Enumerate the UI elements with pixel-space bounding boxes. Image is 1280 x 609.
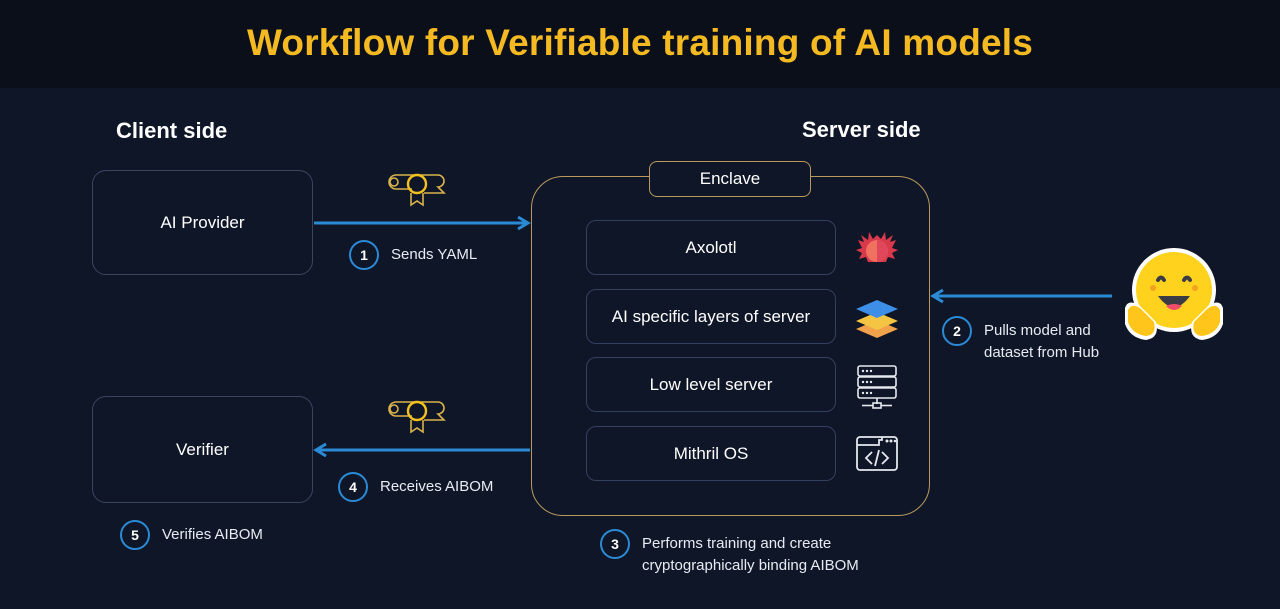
- axolotl-icon: [856, 232, 898, 262]
- client-side-label: Client side: [116, 118, 228, 143]
- layer-low-level-server: Low level server: [586, 357, 836, 412]
- code-window-icon: [856, 436, 898, 471]
- certificate-icon: [388, 400, 446, 434]
- diagram-title: Workflow for Verifiable training of AI m…: [246, 22, 1034, 63]
- arrow-pull-from-hub: [930, 288, 1112, 304]
- step-5: 5 Verifies AIBOM: [120, 520, 263, 550]
- step-number-badge: 1: [349, 240, 379, 270]
- step-text-line: Verifies AIBOM: [162, 526, 263, 543]
- step-number-badge: 2: [942, 316, 972, 346]
- step-text-line: Pulls model and: [984, 322, 1091, 339]
- step-4: 4 Receives AIBOM: [338, 472, 493, 502]
- layer-mithril-os: Mithril OS: [586, 426, 836, 481]
- layer-ai-specific: AI specific layers of server: [586, 289, 836, 344]
- verifier-node: Verifier: [92, 396, 313, 503]
- step-text-line: cryptographically binding AIBOM: [642, 557, 859, 574]
- title-banner: [0, 0, 1280, 88]
- ai-provider-node: AI Provider: [92, 170, 313, 275]
- ai-provider-label: AI Provider: [160, 212, 245, 232]
- step-text-line: Sends YAML: [391, 246, 478, 263]
- step-3: 3 Performs training and create cryptogra…: [600, 529, 859, 577]
- arrow-receive-aibom: [313, 442, 530, 458]
- step-2: 2 Pulls model and dataset from Hub: [942, 316, 1099, 364]
- hugging-face-icon: [1125, 248, 1223, 340]
- step-text-line: Performs training and create: [642, 535, 832, 552]
- step-1: 1 Sends YAML: [349, 240, 477, 270]
- step-text-line: dataset from Hub: [984, 344, 1100, 361]
- step-text-line: Receives AIBOM: [380, 478, 494, 495]
- layer-label: AI specific layers of server: [611, 306, 811, 326]
- layer-label: Axolotl: [685, 237, 737, 257]
- certificate-icon: [388, 173, 446, 207]
- layer-label: Mithril OS: [673, 443, 749, 463]
- server-rack-icon: [857, 365, 897, 409]
- step-number-badge: 4: [338, 472, 368, 502]
- verifier-label: Verifier: [176, 439, 229, 459]
- server-side-label: Server side: [802, 117, 921, 142]
- layer-label: Low level server: [649, 374, 773, 394]
- enclave-label-tab: Enclave: [649, 161, 811, 197]
- layers-icon: [856, 300, 898, 338]
- arrow-send-yaml: [314, 215, 531, 231]
- enclave-label: Enclave: [699, 169, 761, 188]
- step-number-badge: 5: [120, 520, 150, 550]
- step-number-badge: 3: [600, 529, 630, 559]
- layer-axolotl: Axolotl: [586, 220, 836, 275]
